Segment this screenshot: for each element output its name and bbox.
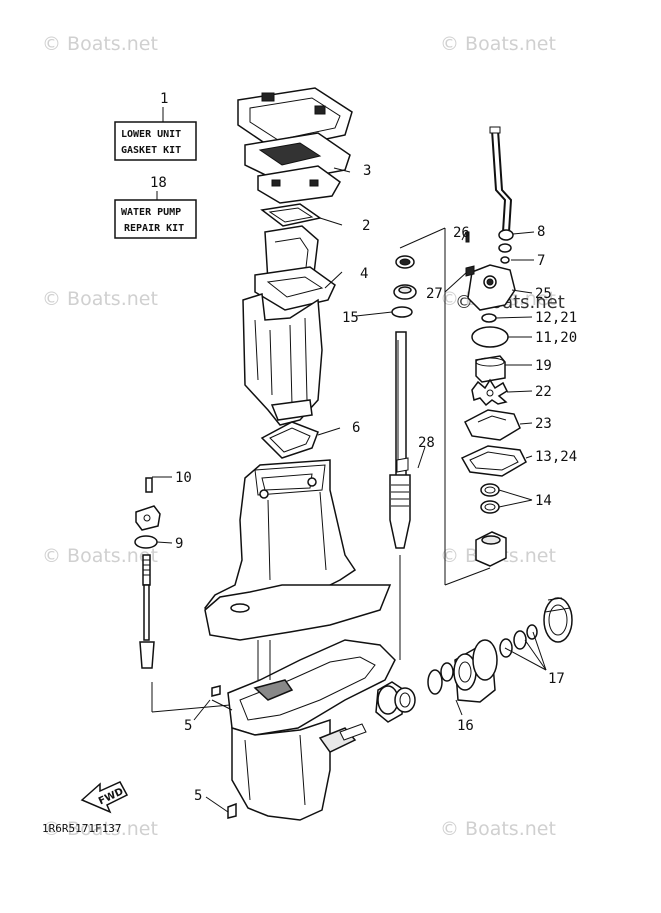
watermark: © Boats.net bbox=[42, 818, 158, 840]
callout-14: 14 bbox=[535, 493, 552, 509]
upper-casing-plate bbox=[237, 87, 353, 227]
kit-label-line1: LOWER UNIT bbox=[121, 129, 181, 140]
callout-25: 25 bbox=[535, 286, 552, 302]
callout-28: 28 bbox=[418, 435, 435, 451]
callout-5: 5 bbox=[184, 718, 192, 734]
callout-27: 27 bbox=[426, 286, 443, 302]
part-7-seal bbox=[500, 256, 510, 264]
callout-16: 16 bbox=[457, 718, 474, 734]
callout-8: 8 bbox=[537, 224, 545, 240]
drive-shaft-group bbox=[389, 255, 417, 549]
watermark: © Boats.net bbox=[42, 288, 158, 310]
callout-15: 15 bbox=[342, 310, 359, 326]
diagram-code: 1R6R5171F137 bbox=[42, 822, 121, 835]
callout-9: 9 bbox=[175, 536, 183, 552]
callout-26: 26 bbox=[453, 225, 470, 241]
callout-1: 1 bbox=[160, 91, 168, 107]
exhaust-manifold bbox=[242, 293, 323, 426]
assembly-lines bbox=[151, 227, 491, 713]
part-6-gasket bbox=[260, 421, 319, 459]
callout-2: 2 bbox=[362, 218, 370, 234]
callouts: 3 2 4 15 6 26 8 7 27 25 12,21 11,20 19 2… bbox=[175, 163, 577, 804]
callout-13-24: 13,24 bbox=[535, 449, 577, 465]
watermark: © Boats.net bbox=[42, 545, 158, 567]
water-pump-repair-kit: 18 WATER PUMP REPAIR KIT bbox=[114, 175, 197, 239]
water-pump-group bbox=[460, 126, 527, 567]
part-15-washer bbox=[391, 306, 413, 318]
shift-rod-group bbox=[134, 477, 161, 669]
exhaust-guide bbox=[254, 225, 336, 311]
forward-arrow-icon: FWD bbox=[80, 781, 129, 814]
part-23-plate bbox=[463, 409, 521, 441]
callout-23: 23 bbox=[535, 416, 552, 432]
callout-4: 4 bbox=[360, 266, 368, 282]
part-11-20-insert bbox=[471, 326, 509, 348]
watermark: © Boats.net bbox=[440, 33, 556, 55]
kit-box bbox=[114, 121, 197, 161]
callout-22: 22 bbox=[535, 384, 552, 400]
callout-19: 19 bbox=[535, 358, 552, 374]
lower-casing bbox=[203, 459, 392, 641]
lower-unit-gasket-kit: 1 LOWER UNIT GASKET KIT bbox=[114, 91, 197, 161]
kit-box bbox=[114, 199, 197, 239]
propeller-shaft-group bbox=[375, 597, 573, 723]
bolts-part-5 bbox=[211, 685, 237, 819]
part-9-oring bbox=[134, 535, 158, 549]
part-12-21-oring bbox=[481, 313, 497, 323]
watermark: © Boats.net bbox=[440, 818, 556, 840]
part-4-gasket bbox=[254, 266, 336, 311]
callout-12-21: 12,21 bbox=[535, 310, 577, 326]
callout-3: 3 bbox=[363, 163, 371, 179]
callout-5: 5 bbox=[194, 788, 202, 804]
callout-7: 7 bbox=[537, 253, 545, 269]
callout-11-20: 11,20 bbox=[535, 330, 577, 346]
callout-6: 6 bbox=[352, 420, 360, 436]
watermark: © Boats.net bbox=[42, 33, 158, 55]
kit-label-line1: WATER PUMP bbox=[121, 207, 181, 218]
kit-label-line2: REPAIR KIT bbox=[124, 223, 184, 234]
callout-18: 18 bbox=[150, 175, 167, 191]
leader-lines bbox=[152, 167, 547, 813]
part-2-plate bbox=[260, 203, 322, 227]
part-13-24-gasket bbox=[460, 445, 527, 477]
part-19-cartridge bbox=[475, 355, 506, 383]
gearcase bbox=[227, 639, 396, 821]
part-8-grommet bbox=[498, 229, 514, 241]
kit-label-line2: GASKET KIT bbox=[121, 145, 181, 156]
callout-10: 10 bbox=[175, 470, 192, 486]
callout-17: 17 bbox=[548, 671, 565, 687]
